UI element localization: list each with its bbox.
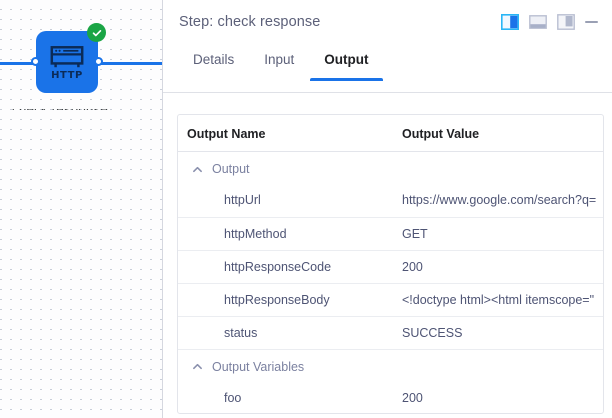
input-port[interactable] xyxy=(31,57,40,66)
http-browser-icon: HTTP xyxy=(50,46,84,81)
table-header-row: Output Name Output Value xyxy=(178,115,603,152)
table-row[interactable]: httpResponseCode 200 xyxy=(178,250,603,284)
incoming-edge xyxy=(0,62,45,65)
row-value: 200 xyxy=(402,391,423,405)
outgoing-edge xyxy=(96,62,162,65)
tab-output[interactable]: Output xyxy=(310,44,383,81)
row-name: httpResponseCode xyxy=(178,250,390,284)
chevron-up-icon[interactable] xyxy=(192,164,203,175)
column-header-output-name: Output Name xyxy=(178,115,390,152)
row-name: httpUrl xyxy=(178,184,390,218)
layout-bottom-panel-button[interactable] xyxy=(529,14,547,30)
workflow-node-check-response[interactable]: HTTP xyxy=(31,23,106,93)
column-header-output-value: Output Value xyxy=(390,115,603,152)
group-label: Output Variables xyxy=(212,359,305,374)
group-cell: Output xyxy=(178,152,603,185)
node-body[interactable]: HTTP xyxy=(31,23,106,93)
panel-tabs: Details Input Output xyxy=(163,44,612,93)
tabs-divider xyxy=(163,92,612,93)
table-row[interactable]: httpResponseBody <!doctype html><html it… xyxy=(178,283,603,317)
layout-side-panel-button[interactable] xyxy=(501,14,519,30)
table-row[interactable]: httpMethod GET xyxy=(178,217,603,251)
table-row[interactable]: httpUrl https://www.google.com/search?q= xyxy=(178,184,603,218)
row-value: <!doctype html><html itemscope=" xyxy=(390,283,603,317)
row-value: GET xyxy=(390,217,603,251)
row-name: status xyxy=(178,316,390,350)
table-group-row-output[interactable]: Output xyxy=(178,152,603,185)
group-label: Output xyxy=(212,162,250,176)
row-name: foo xyxy=(224,391,242,405)
layout-left-panel-button[interactable] xyxy=(557,14,575,30)
row-value: 200 xyxy=(390,250,603,284)
panel-header-actions xyxy=(501,14,599,30)
node-label: check response xyxy=(12,102,108,117)
step-details-panel: Step: check response xyxy=(162,0,612,418)
tab-input[interactable]: Input xyxy=(264,52,295,67)
panel-title: Step: check response xyxy=(179,14,321,30)
tab-details[interactable]: Details xyxy=(193,52,235,67)
row-name: httpMethod xyxy=(178,217,390,251)
output-table: Output Name Output Value Output xyxy=(178,115,603,414)
table-row[interactable]: status SUCCESS xyxy=(178,316,603,350)
row-name: httpResponseBody xyxy=(178,283,390,317)
row-value: https://www.google.com/search?q= xyxy=(390,184,603,218)
success-check-icon xyxy=(87,23,106,42)
table-group-row-output-variables[interactable]: Output Variables xyxy=(178,349,603,382)
group-cell: Output Variables xyxy=(178,349,603,382)
minimize-dash-icon xyxy=(585,21,598,23)
output-port[interactable] xyxy=(94,57,103,66)
chevron-up-icon[interactable] xyxy=(192,361,203,372)
workflow-canvas[interactable]: HTTP check response xyxy=(0,0,162,418)
row-value: SUCCESS xyxy=(390,316,603,350)
table-row[interactable]: foo 200 xyxy=(178,382,603,414)
minimize-panel-button[interactable] xyxy=(585,14,599,30)
panel-header: Step: check response xyxy=(163,0,612,44)
output-table-card: Output Name Output Value Output xyxy=(177,114,604,414)
svg-text:HTTP: HTTP xyxy=(51,70,83,81)
